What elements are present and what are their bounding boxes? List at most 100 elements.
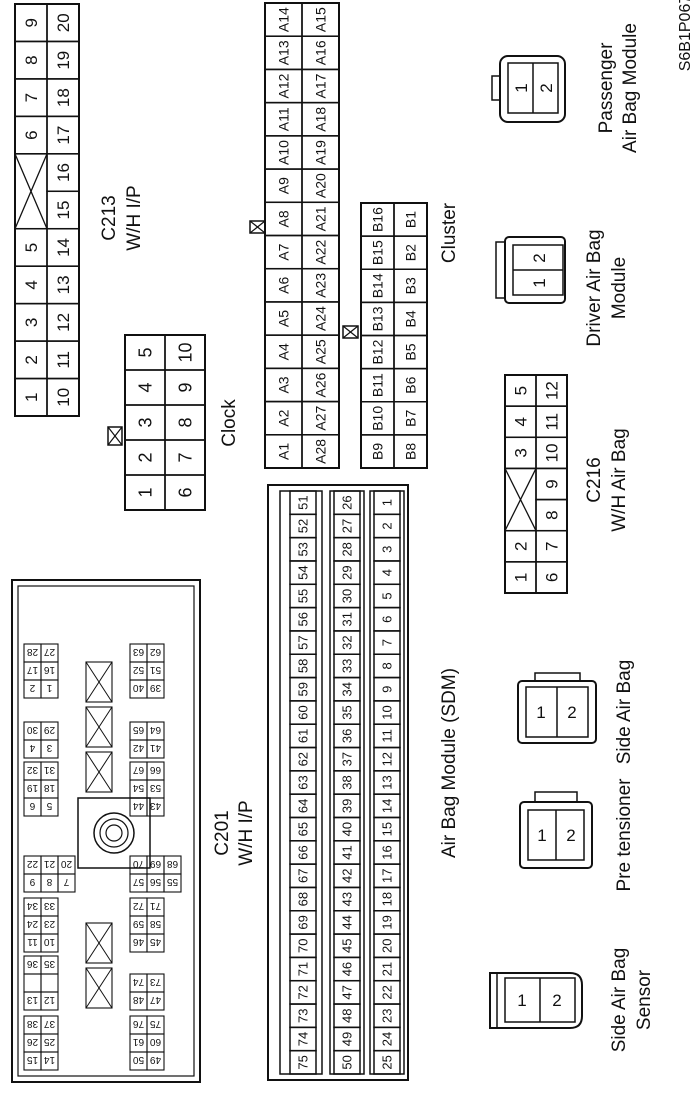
c201-pin: 56: [150, 876, 162, 887]
c201-pin: 20: [61, 858, 73, 869]
c201-pin: 14: [44, 1054, 56, 1065]
cluster-b-pin-pin: B14: [370, 273, 386, 298]
sdm-pin-pin: 16: [380, 845, 395, 859]
cluster-connector: A1A2A3A4A5A6A7A8A9A10A11A12A13A14A28A27A…: [249, 2, 460, 469]
c201-pin-cell: [146, 761, 165, 781]
c201-pin: 55: [167, 876, 179, 887]
c216-pin-pin: 11: [543, 413, 562, 431]
cluster-a-pin-pin: A19: [313, 140, 329, 165]
c213-pin: 4: [22, 280, 41, 289]
c201-pin: 51: [150, 664, 162, 675]
sdm-pin-pin: 2: [380, 522, 395, 529]
c201-pin: 42: [133, 742, 145, 753]
c201-pin: 57: [133, 876, 145, 887]
c201-pin: 62: [150, 646, 162, 657]
c201-pin-cell: [146, 897, 165, 917]
c216-pin-pin: 9: [543, 479, 562, 488]
c213-pin: 9: [22, 18, 41, 27]
sdm-pin-pin: 18: [380, 892, 395, 906]
c201-pin: 40: [133, 682, 145, 693]
cluster-a-pin-cells: A1A2A3A4A5A6A7A8A9A10A11A12A13A14A28A27A…: [264, 2, 340, 469]
cluster-a-pin-pin: A22: [313, 239, 329, 264]
cluster-b-pin-pin: B1: [403, 211, 419, 228]
cluster-b-pin-pin: B9: [370, 443, 386, 460]
c201-pin: 76: [133, 1018, 145, 1029]
sdm-pin-pin: 23: [380, 1008, 395, 1022]
sdm-connector: 7574737271706968676665646362616059585756…: [267, 484, 460, 1081]
c201-pin: 3: [46, 742, 52, 753]
side-airbag-sensor-pin-2: 2: [552, 991, 561, 1010]
cluster-a-pin-pin: A11: [276, 107, 292, 131]
c216-pin-pin: 10: [543, 443, 562, 462]
c201-pin: 49: [150, 1054, 162, 1065]
sdm-pin-pin: 11: [380, 729, 395, 743]
cluster-b-pin-cell: [393, 202, 428, 237]
cluster-a-key: [249, 220, 266, 234]
c201-pin: 18: [44, 782, 56, 793]
c201-pin-cell: [146, 973, 165, 993]
c201-pin-cell: [146, 1015, 165, 1035]
clock-key: [107, 426, 123, 446]
cluster-a-pin-pin: A7: [276, 243, 292, 260]
c213-pin-pin: 18: [54, 88, 73, 107]
cluster-a-pin-pin: A6: [276, 277, 292, 294]
c201-pin-cell: [40, 897, 59, 917]
clock-pin-cell: [164, 334, 206, 371]
sdm-pin-pin: 31: [340, 612, 355, 626]
c201-pin: 26: [27, 1036, 39, 1047]
sdm-pin-cell: [289, 490, 317, 516]
sdm-pin-pin: 33: [340, 659, 355, 673]
sdm-pin-cell: [333, 490, 361, 516]
clock-pin-pin: 7: [175, 452, 195, 462]
cluster-a-pin-pin: A2: [276, 409, 292, 426]
pretensioner-pin-1: 1: [537, 826, 546, 845]
c201-pin-cell: [40, 955, 59, 975]
sdm-pin-pin: 69: [296, 915, 311, 929]
cluster-b-pin-pin: B6: [403, 376, 419, 393]
sdm-pin-pin: 52: [296, 519, 311, 533]
c201-pin: 54: [133, 782, 145, 793]
clock-pin-pin: 6: [175, 487, 195, 497]
side-airbag-sensor-connector: 1 2 Side Air Bag Sensor: [489, 948, 655, 1052]
c201-pin-cell: [40, 1015, 59, 1035]
c216-pin: 4: [512, 417, 531, 426]
c201-pin-cell: [40, 643, 59, 663]
cluster-a-pin-pin: A8: [276, 210, 292, 227]
cluster-b-pin-pin: B5: [403, 343, 419, 360]
sdm-pin-pin: 5: [380, 592, 395, 599]
c201-pin: 33: [44, 900, 56, 911]
c201-pin: 23: [44, 918, 56, 929]
sdm-pin-pin: 19: [380, 915, 395, 929]
c201-pin: 13: [27, 994, 39, 1005]
c201-pin: 44: [133, 800, 145, 811]
clock-pin-pin: 10: [175, 342, 195, 362]
sdm-pin-pin: 70: [296, 939, 311, 953]
c216-pin-cell: [535, 374, 568, 407]
cluster-b-pin-pin: B7: [403, 410, 419, 427]
cluster-a-pin-pin: A16: [313, 40, 329, 65]
cluster-b-pin-pin: B8: [403, 443, 419, 460]
figure-id: S6B1P067: [677, 0, 694, 71]
c213-pin-pin: 12: [54, 313, 73, 332]
sdm-pin-pin: 34: [340, 682, 355, 696]
c201-pin: 46: [133, 936, 145, 947]
c213-pin-pin: 20: [54, 13, 73, 32]
c201-pin: 67: [133, 764, 145, 775]
c201-pin: 30: [27, 724, 39, 735]
cluster-b-pin-pin: B10: [370, 406, 386, 431]
c201-pin: 35: [44, 958, 56, 969]
sdm-pin-pin: 40: [340, 822, 355, 836]
sdm-pin-pin: 12: [380, 752, 395, 766]
c201-pin: 68: [167, 858, 179, 869]
c201-pin-cell: [163, 855, 182, 875]
c201-pin: 45: [150, 936, 162, 947]
c213-pin: 5: [22, 243, 41, 252]
driver-airbag-pin-1: 1: [530, 278, 549, 287]
sdm-pin-pin: 74: [296, 1032, 311, 1046]
sdm-pin-pin: 4: [380, 569, 395, 576]
